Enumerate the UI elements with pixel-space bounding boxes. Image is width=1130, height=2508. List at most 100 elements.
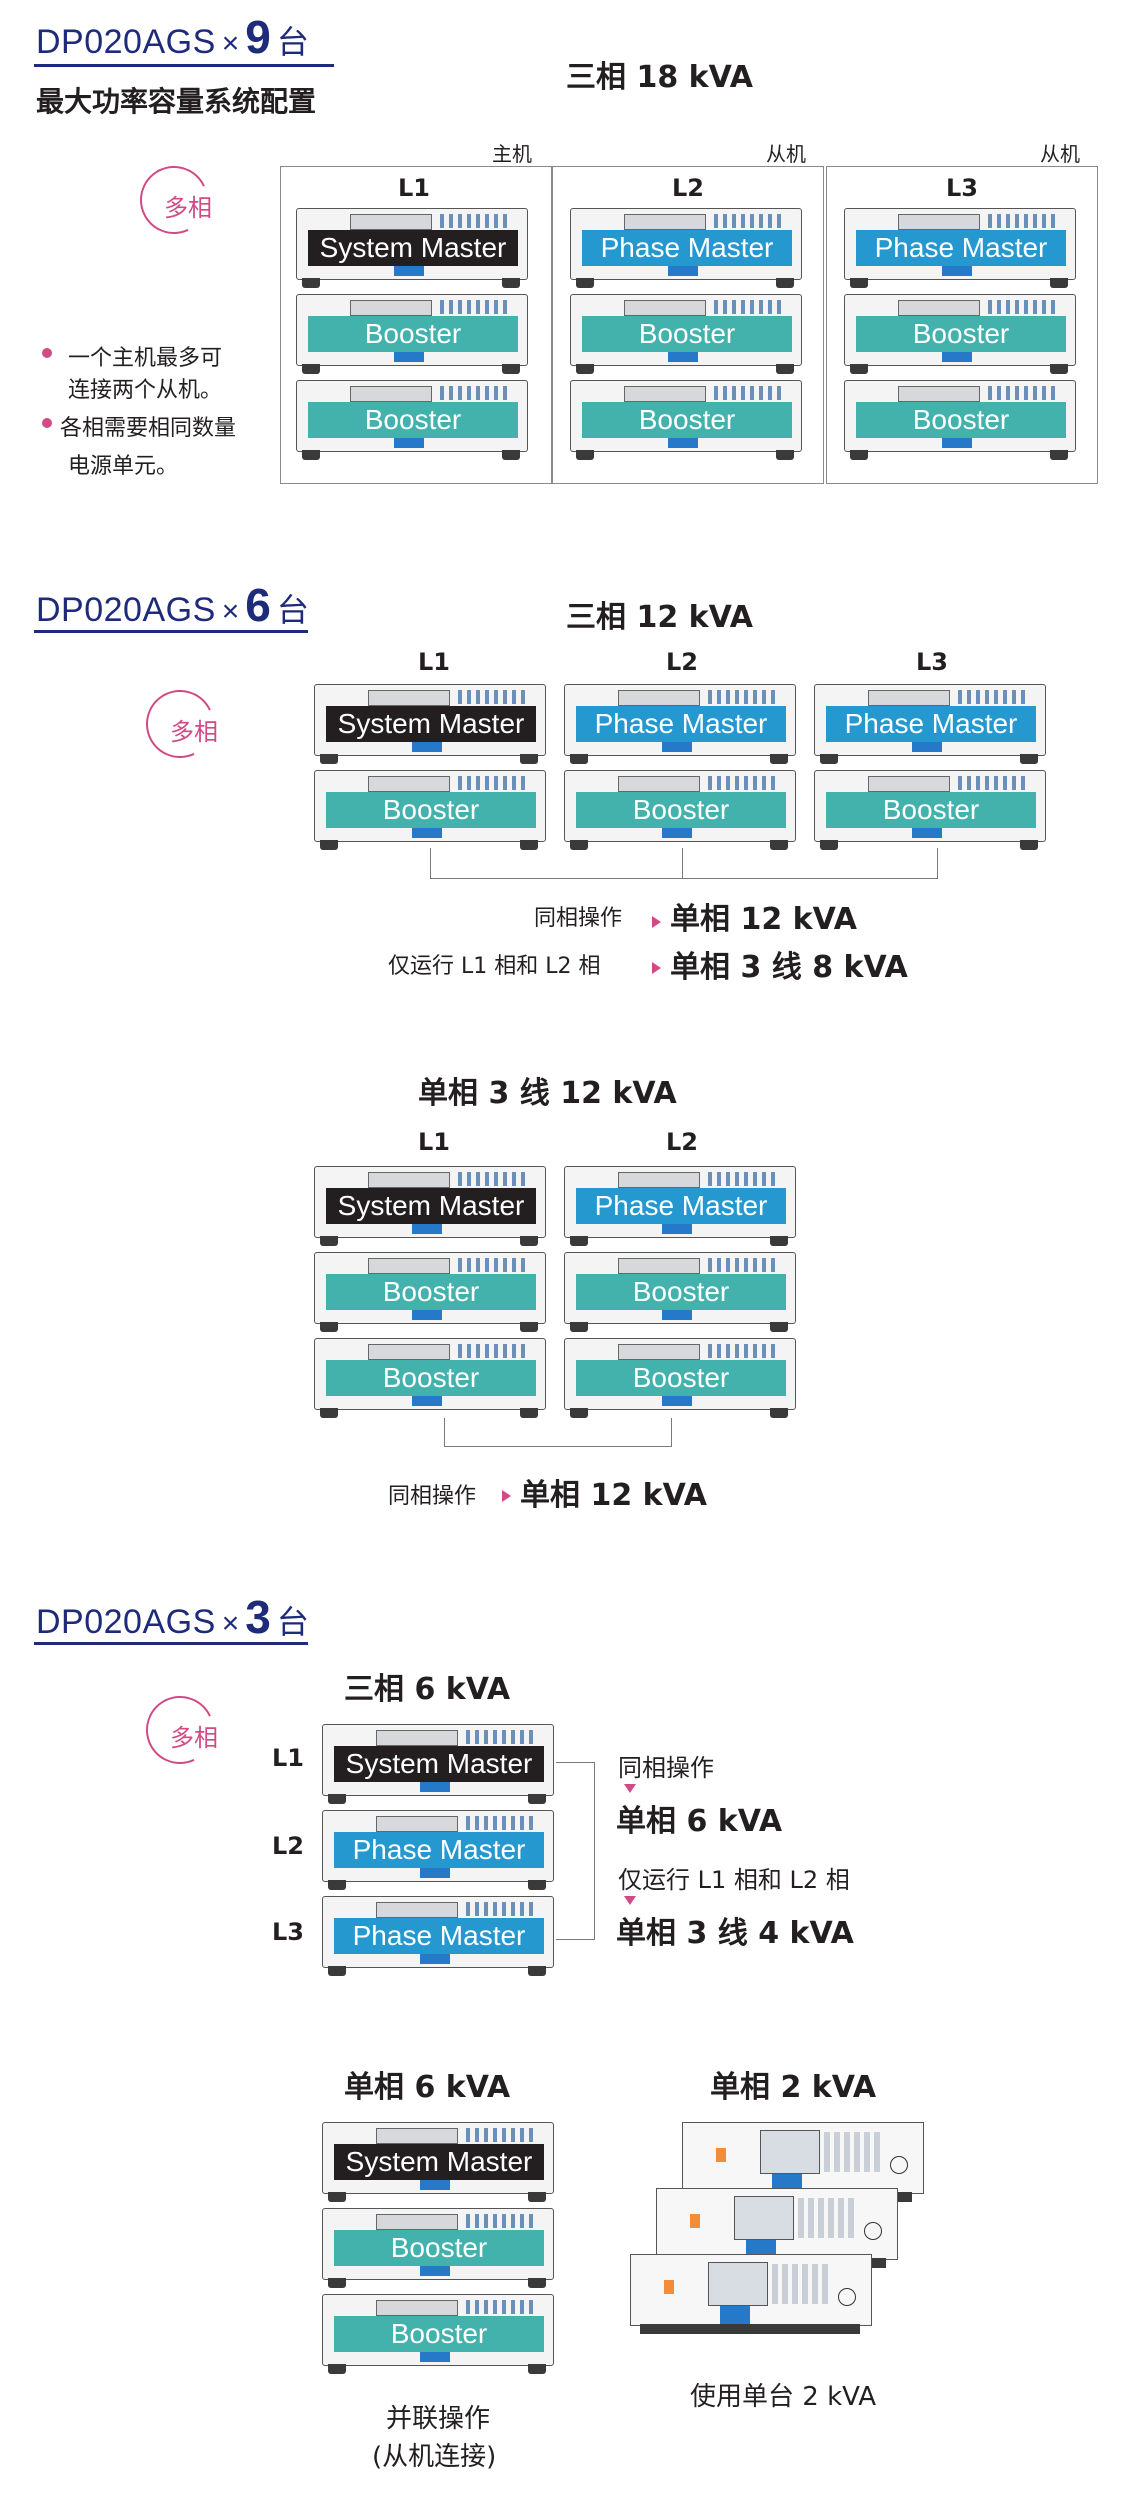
role-slave: 从机 <box>1040 142 1080 166</box>
result-value: 单相 3 线 8 kVA <box>670 950 908 985</box>
connection-line <box>682 848 683 878</box>
unit-system-master: System Master <box>290 208 532 294</box>
unit-phase-master: Phase Master <box>316 1810 558 1896</box>
unit-label: System Master <box>334 2144 544 2180</box>
op-label: 同相操作 <box>388 1484 477 1509</box>
connection-line <box>444 1418 672 1447</box>
arrow-down-icon <box>624 1896 636 1905</box>
unit-booster: Booster <box>558 1252 800 1338</box>
diagram-title: 三相 12 kVA <box>566 600 753 635</box>
result-value: 单相 3 线 4 kVA <box>616 1908 854 1952</box>
unit-booster: Booster <box>316 2294 558 2380</box>
role-slave: 从机 <box>766 142 806 166</box>
result-value: 单相 6 kVA <box>616 1796 782 1840</box>
arrow-down-icon <box>624 1784 636 1793</box>
unit-phase-master: Phase Master <box>808 684 1050 770</box>
unit-label: Booster <box>582 402 792 438</box>
bullet-dot <box>42 348 52 358</box>
unit-label: System Master <box>326 1188 536 1224</box>
diagram-title: 三相 18 kVA <box>566 60 753 95</box>
unit-label: Booster <box>308 316 518 352</box>
unit-system-master: System Master <box>316 2122 558 2208</box>
arrow-right-icon <box>652 962 661 974</box>
unit-booster: Booster <box>558 770 800 856</box>
role-master: 主机 <box>492 142 532 166</box>
unit-booster: Booster <box>838 380 1080 466</box>
phase-label-l2: L2 <box>666 648 698 676</box>
unit-booster: Booster <box>808 770 1050 856</box>
same-phase-value: 单相 12 kVA <box>670 894 857 938</box>
arrow-right-icon <box>652 916 661 928</box>
result-text: 单相 3 线 4 kVA <box>616 1916 854 1951</box>
phase-label-l1: L1 <box>418 1128 450 1156</box>
section-subtitle: 最大功率容量系统配置 <box>36 85 317 118</box>
phase-group-l1 <box>280 166 552 484</box>
unit-system-master: System Master <box>316 1724 558 1810</box>
connection-line <box>430 848 938 879</box>
unit-label: Phase Master <box>576 706 786 742</box>
phase-label-l2: L2 <box>272 1832 304 1860</box>
unit-suffix: 台 <box>276 591 309 629</box>
unit-phase-master: Phase Master <box>558 1166 800 1252</box>
unit-label: Booster <box>308 402 518 438</box>
model-code: DP020AGS <box>36 591 216 629</box>
unit-label: Phase Master <box>576 1188 786 1224</box>
unit-system-master: System Master <box>308 684 550 770</box>
multi-phase-label: 多相 <box>170 718 218 746</box>
diagram-title: 三相 6 kVA <box>344 1672 511 1707</box>
times-sign: × <box>221 595 240 628</box>
unit-label: Phase Master <box>582 230 792 266</box>
standalone-unit <box>630 2254 872 2340</box>
unit-booster: Booster <box>290 294 532 380</box>
op-label: 仅运行 L1 相和 L2 相 <box>618 1866 850 1894</box>
arrow-right-icon <box>502 1490 511 1502</box>
title-underline <box>34 1642 308 1645</box>
unit-label: Booster <box>576 1360 786 1396</box>
phase-group-l3 <box>826 166 1098 484</box>
note-line: 各相需要相同数量 <box>60 416 237 441</box>
phase-label-l3: L3 <box>946 174 978 202</box>
unit-phase-master: Phase Master <box>558 684 800 770</box>
result-text: 单相 6 kVA <box>616 1804 783 1839</box>
op-label: 仅运行 L1 相和 L2 相 <box>388 954 601 979</box>
unit-booster: Booster <box>558 1338 800 1424</box>
phase-label-l3: L3 <box>272 1918 304 1946</box>
unit-label: Booster <box>582 316 792 352</box>
unit-label: Booster <box>576 1274 786 1310</box>
unit-label: Booster <box>576 792 786 828</box>
unit-booster: Booster <box>308 1338 550 1424</box>
result-value: 单相 12 kVA <box>670 902 857 937</box>
op-label: 同相操作 <box>534 906 623 931</box>
diagram-title: 单相 3 线 12 kVA <box>418 1076 677 1111</box>
unit-label: System Master <box>334 1746 544 1782</box>
note-line: 电源单元。 <box>68 454 179 479</box>
unit-suffix: 台 <box>276 1603 309 1641</box>
diagram-title: 单相 2 kVA <box>710 2070 877 2105</box>
standalone-unit <box>656 2188 898 2274</box>
title-underline <box>34 64 334 67</box>
unit-booster: Booster <box>564 380 806 466</box>
op-label: 同相操作 <box>618 1754 714 1782</box>
phase-group-l2 <box>552 166 824 484</box>
unit-label: Phase Master <box>826 706 1036 742</box>
l1l2-value: 单相 3 线 8 kVA <box>670 942 908 986</box>
unit-phase-master: Phase Master <box>316 1896 558 1982</box>
unit-label: Phase Master <box>334 1832 544 1868</box>
phase-label-l3: L3 <box>916 648 948 676</box>
standalone-unit <box>682 2122 924 2208</box>
bullet-dot <box>42 418 52 428</box>
model-code: DP020AGS <box>36 23 216 61</box>
phase-label-l1: L1 <box>398 174 430 202</box>
unit-label: Booster <box>326 1274 536 1310</box>
times-sign: × <box>221 1607 240 1640</box>
unit-system-master: System Master <box>308 1166 550 1252</box>
unit-booster: Booster <box>308 1252 550 1338</box>
same-phase-value: 单相 12 kVA <box>520 1470 707 1514</box>
unit-label: Phase Master <box>334 1918 544 1954</box>
multi-phase-label: 多相 <box>170 1724 218 1752</box>
model-code: DP020AGS <box>36 1603 216 1641</box>
unit-booster: Booster <box>564 294 806 380</box>
unit-label: Phase Master <box>856 230 1066 266</box>
